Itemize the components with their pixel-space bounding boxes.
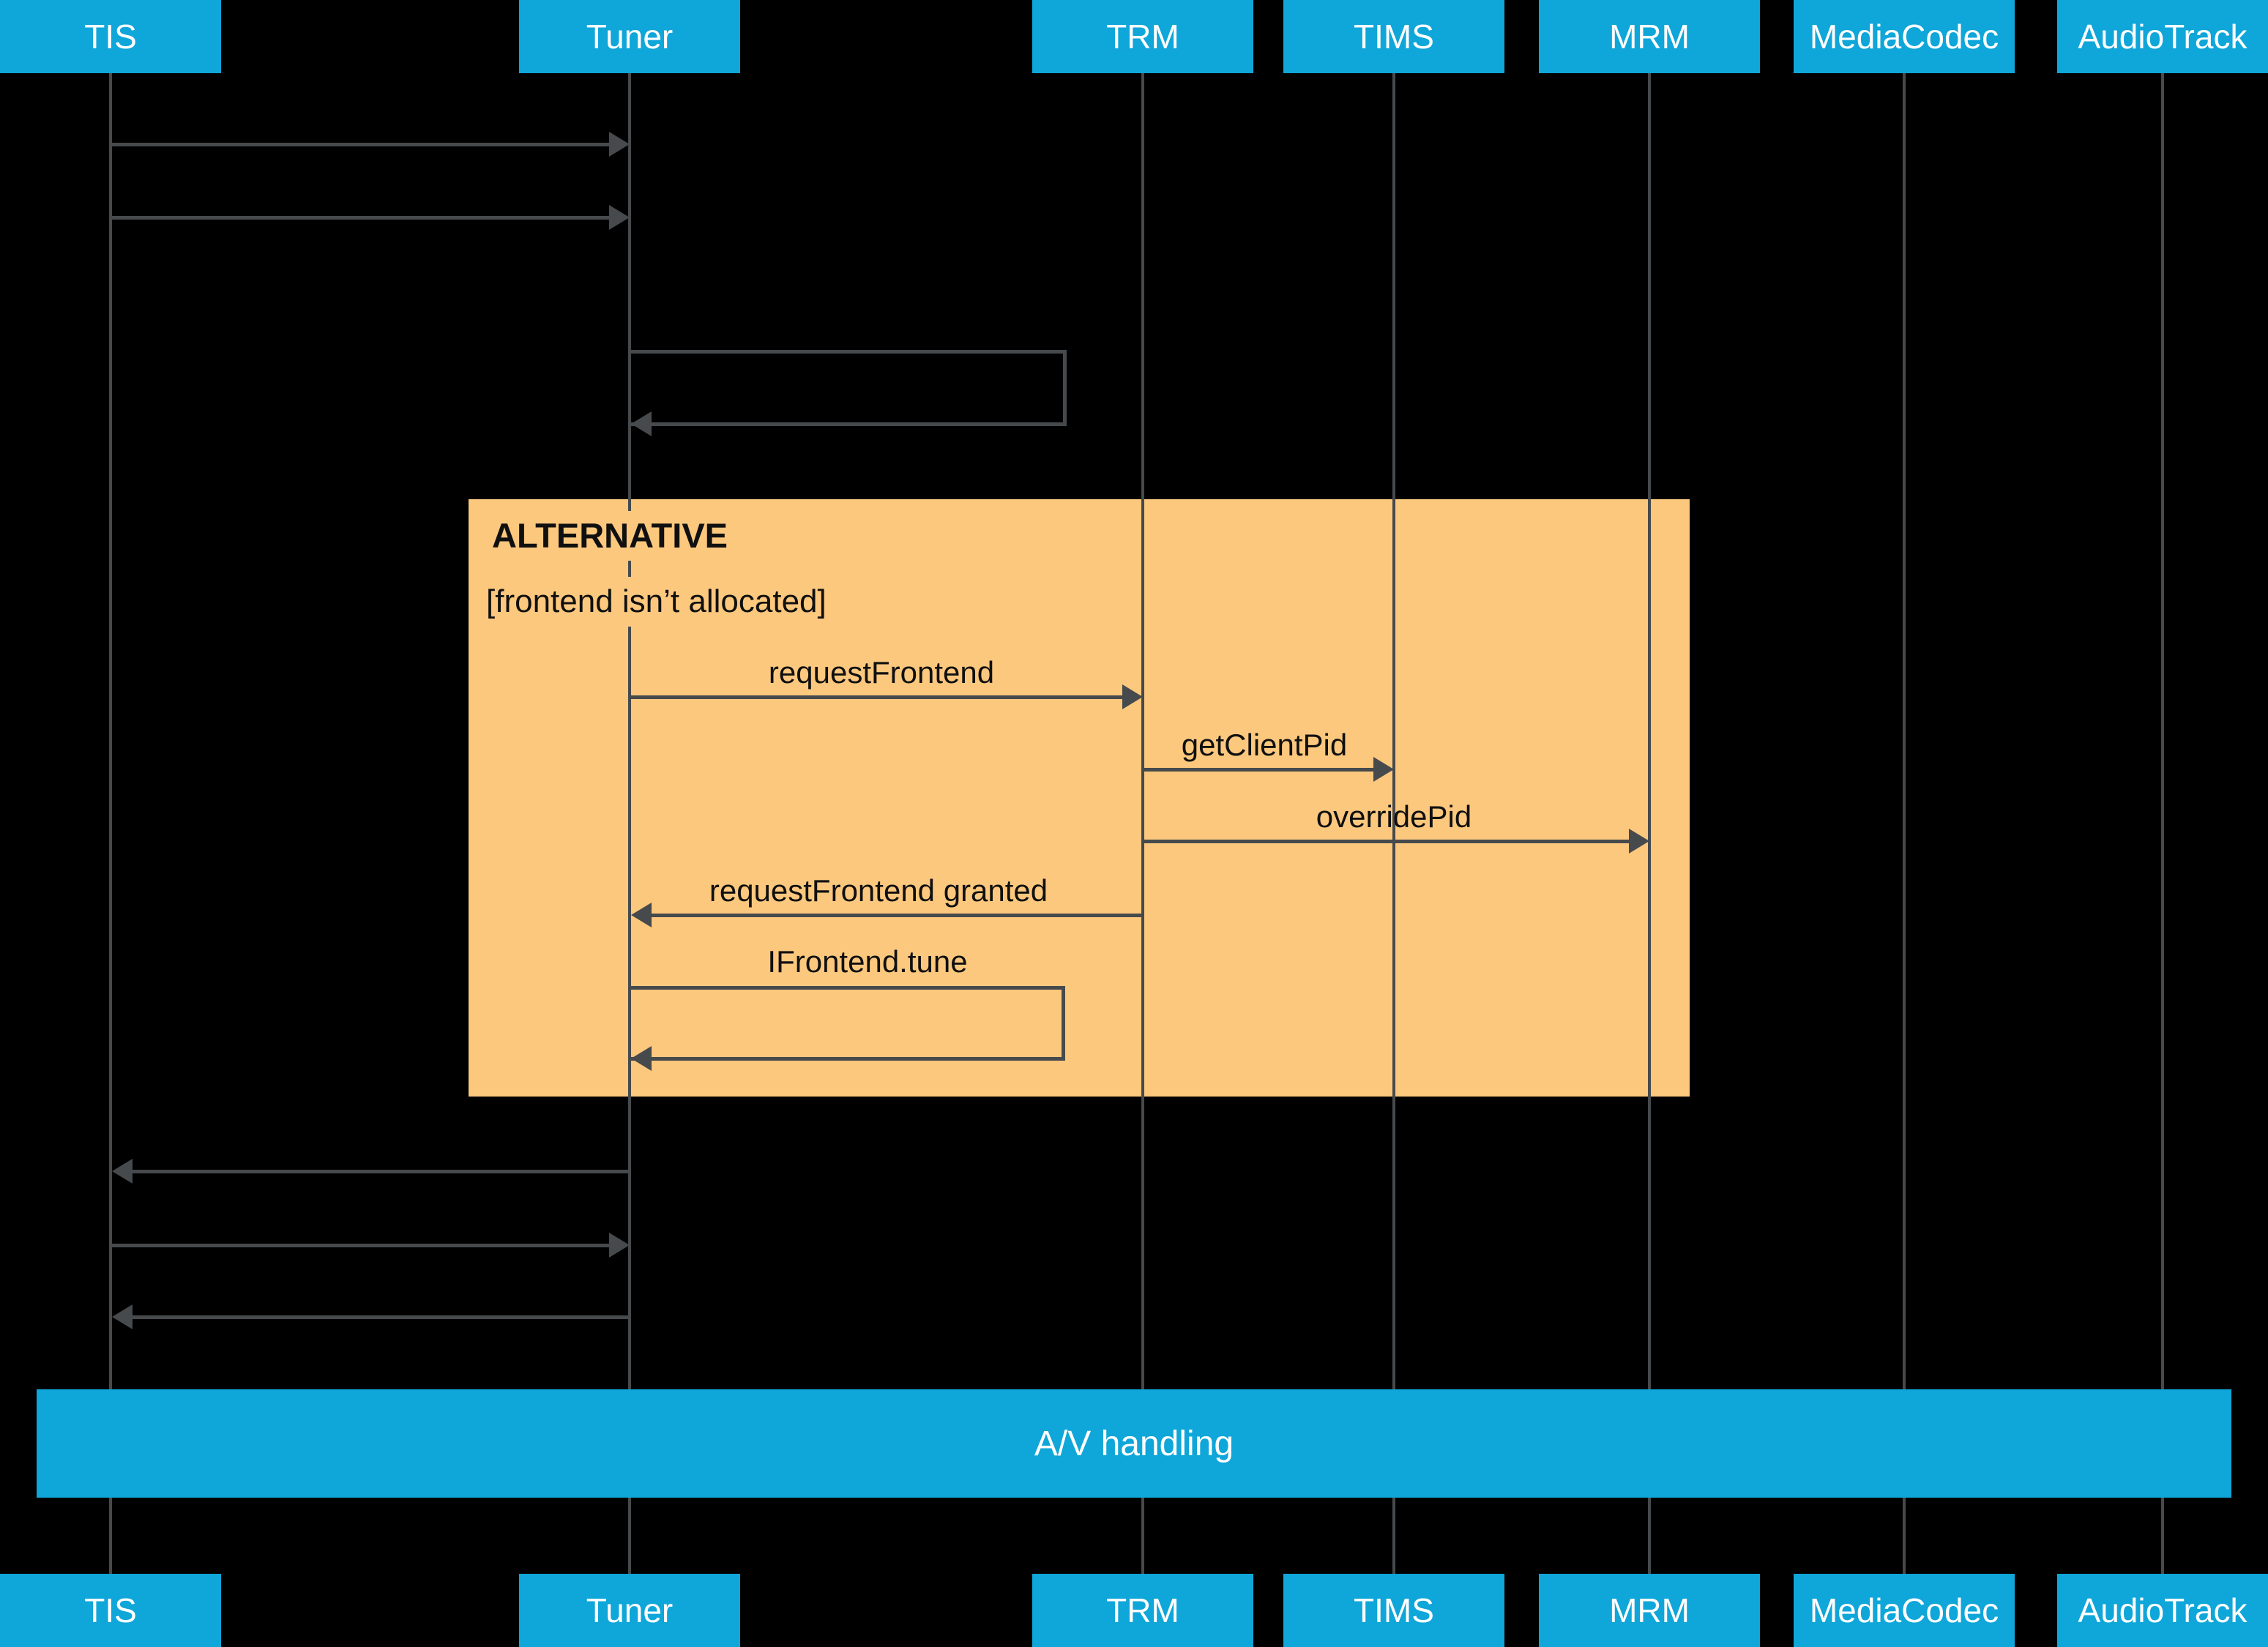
message-line (1144, 840, 1629, 843)
lifeline-trm (1141, 73, 1144, 1574)
participant-top-audiotrack: AudioTrack (2057, 0, 2268, 73)
participant-bottom-tis: TIS (0, 1574, 221, 1647)
arrowhead-left-icon (631, 411, 652, 436)
arrowhead-left-icon (631, 903, 652, 927)
participant-bottom-audiotrack: AudioTrack (2057, 1574, 2268, 1647)
message-label: requestFrontend (768, 655, 995, 690)
arrowhead-right-icon (1373, 757, 1394, 782)
arrowhead-right-icon (609, 205, 630, 230)
arrowhead-left-icon (112, 1159, 133, 1184)
lifeline-tuner (628, 73, 631, 1574)
lifeline-tis (109, 73, 112, 1574)
self-call-loop (631, 986, 1065, 1061)
arrowhead-right-icon (609, 1233, 630, 1258)
lifeline-mediacodec (1903, 73, 1906, 1574)
participant-top-mediacodec: MediaCodec (1794, 0, 2015, 73)
participant-top-mrm: MRM (1539, 0, 1760, 73)
arrowhead-right-icon (1629, 829, 1649, 854)
participant-bottom-tims: TIMS (1283, 1574, 1504, 1647)
arrowhead-right-icon (1122, 684, 1143, 709)
message-label: getClientPid (1181, 728, 1348, 762)
participant-top-tuner: Tuner (519, 0, 740, 73)
message-label: requestFrontend granted (709, 873, 1048, 908)
lifeline-tims (1392, 73, 1395, 1574)
message-label: overridePid (1316, 799, 1472, 834)
message-line (112, 1244, 609, 1247)
message-line (652, 914, 1143, 917)
participant-bottom-mediacodec: MediaCodec (1794, 1574, 2015, 1647)
alt-fragment-operator-label: ALTERNATIVE (480, 511, 740, 561)
arrowhead-left-icon (112, 1304, 133, 1329)
self-call-loop (631, 350, 1067, 426)
participant-bottom-mrm: MRM (1539, 1574, 1760, 1647)
arrowhead-right-icon (609, 132, 630, 157)
message-line (112, 143, 609, 146)
arrowhead-left-icon (631, 1046, 652, 1071)
message-line (133, 1170, 631, 1173)
lifeline-mrm (1648, 73, 1651, 1574)
participant-bottom-trm: TRM (1032, 1574, 1253, 1647)
av-handling-band: A/V handling (37, 1389, 2231, 1498)
participant-top-tims: TIMS (1283, 0, 1504, 73)
message-line (1144, 768, 1373, 772)
participant-top-trm: TRM (1032, 0, 1253, 73)
message-line (112, 216, 609, 220)
message-label: IFrontend.tune (767, 944, 968, 979)
message-line (133, 1315, 631, 1319)
lifeline-audiotrack (2161, 73, 2164, 1574)
participant-bottom-tuner: Tuner (519, 1574, 740, 1647)
alt-fragment-guard-label: [frontend isn’t allocated] (474, 577, 838, 627)
participant-top-tis: TIS (0, 0, 221, 73)
message-line (631, 695, 1122, 699)
